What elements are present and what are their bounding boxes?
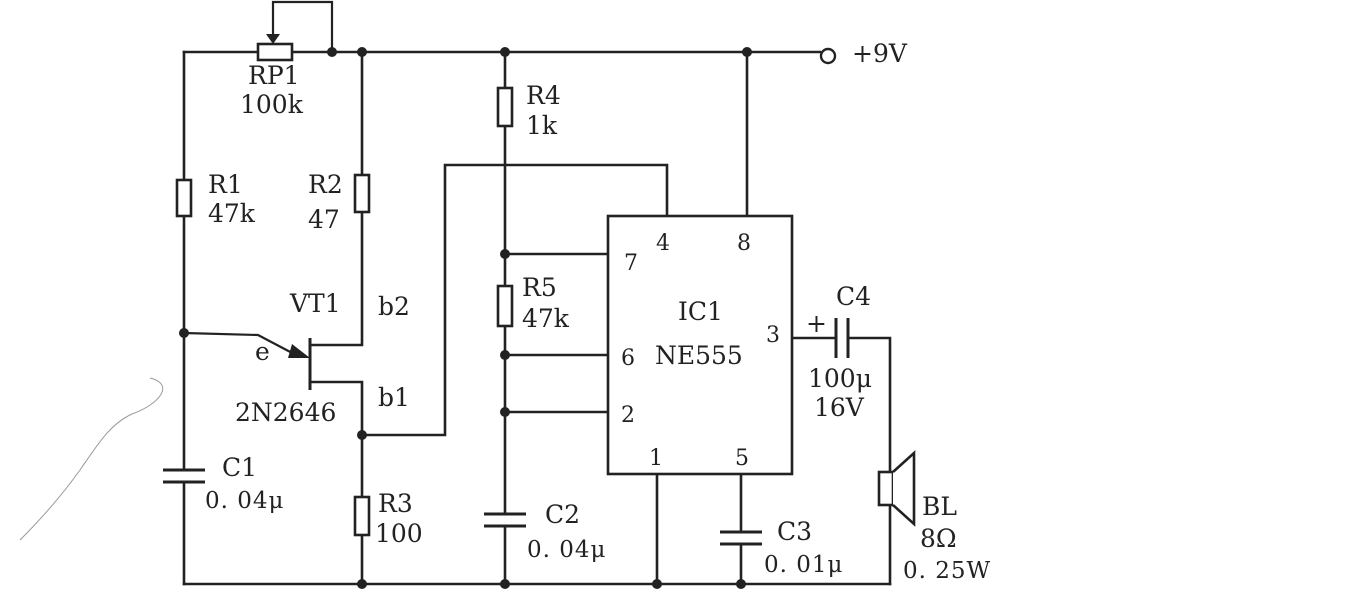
c4-polarity: + [806,309,827,338]
r5-value: 47k [522,304,570,333]
wire-emitter [183,331,297,356]
bl-impedance: 8Ω [920,524,957,553]
vt1-emitter-arrowhead [288,344,310,358]
c1-capacitor: C1 0. 04μ [163,453,284,514]
ic1-ne555: IC1 NE555 4 8 7 6 2 3 1 5 [606,214,794,476]
vt1-e-label: e [255,337,270,366]
wires [182,0,892,586]
r2-value: 47 [308,205,340,234]
junctions [179,47,752,589]
ic1-pin-4: 4 [656,231,670,256]
ic1-pin-2: 2 [621,403,635,428]
ic1-pin-5: 5 [735,446,749,471]
ic1-pin-7: 7 [624,251,638,276]
stray-pencil-mark [19,377,164,541]
rp1-value: 100k [240,90,304,119]
ic1-part: NE555 [655,341,743,370]
r3-ref: R3 [378,489,413,518]
c1-value: 0. 04μ [205,488,284,514]
bl-power: 0. 25W [903,558,991,584]
r3-body [353,495,371,537]
r1-ref: R1 [208,170,243,199]
c3-value: 0. 01μ [764,552,843,578]
junction-dot [652,579,662,589]
r2-resistor: R2 47 [308,170,371,234]
junction-dot [327,47,337,57]
c3-ref: C3 [777,517,812,546]
junction-dot [500,249,510,259]
r2-body [353,173,371,214]
ic1-pin-3: 3 [766,323,780,348]
c4-ref: C4 [836,282,871,311]
bl-magnet [877,470,895,507]
rp1-ref: RP1 [248,61,300,90]
r5-resistor: R5 47k [496,273,570,333]
r3-value: 100 [375,519,423,548]
junction-dot [357,579,367,589]
c2-capacitor: C2 0. 04μ [484,500,606,563]
r4-body [496,86,514,128]
r5-body [496,284,514,328]
junction-dot [500,407,510,417]
supply-label: +9V [852,39,908,68]
r1-resistor: R1 47k [175,170,256,228]
bl-ref: BL [922,492,957,521]
rp1-wiper-arrowhead [266,34,280,44]
r4-ref: R4 [526,81,561,110]
wire-b1 [310,380,364,437]
supply-terminal [819,47,837,65]
vt1-b1-label: b1 [378,383,410,412]
r2-ref: R2 [308,170,343,199]
c3-capacitor: C3 0. 01μ [720,517,843,578]
vt1-ref: VT1 [289,289,341,318]
wire-b1-to-pin4 [360,163,669,437]
r3-resistor: R3 100 [353,489,423,548]
wire-r2-to-b2 [310,210,364,347]
c1-ref: C1 [222,453,257,482]
ic1-ref: IC1 [678,297,723,326]
wire-rp1-wiper [271,0,334,52]
c2-ref: C2 [545,500,580,529]
c4-value: 100μ [808,364,872,393]
vt1-part: 2N2646 [235,398,336,427]
bl-cone [892,450,916,527]
junction-dot [736,579,746,589]
r5-ref: R5 [522,273,557,302]
c4-capacitor: + C4 100μ 16V [806,282,872,422]
r4-value: 1k [526,111,558,140]
junction-dot [179,328,189,338]
junction-dot [500,350,510,360]
c2-value: 0. 04μ [527,537,606,563]
junction-dot [357,47,367,57]
ic1-body [606,214,794,476]
ic1-pin-1: 1 [649,446,663,471]
r1-value: 47k [208,199,256,228]
r4-resistor: R4 1k [496,81,561,140]
junction-dot [357,430,367,440]
wire-c4-to-bl [846,336,892,474]
ic1-pin-8: 8 [737,231,751,256]
rp1-body [256,42,294,62]
rp1-potentiometer: RP1 100k [240,28,304,119]
junction-dot [500,47,510,57]
vt1-b2-label: b2 [378,292,410,321]
ic1-pin-6: 6 [621,346,635,371]
r1-body [175,178,193,218]
c4-rating: 16V [814,393,865,422]
junction-dot [742,47,752,57]
bl-speaker: BL 8Ω 0. 25W [877,450,991,584]
vt1-transistor: VT1 b2 e b1 2N2646 [235,289,410,427]
junction-dot [500,579,510,589]
